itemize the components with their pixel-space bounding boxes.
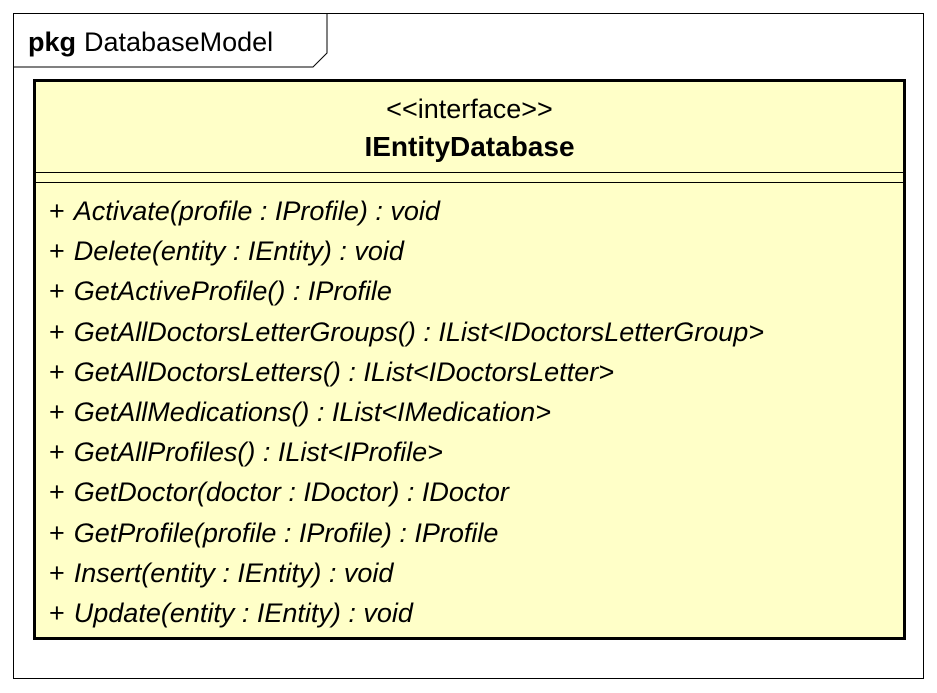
operation-insert: + Insert(entity : IEntity) : void: [49, 553, 903, 593]
operation-activate: + Activate(profile : IProfile) : void: [49, 191, 903, 231]
operation-get-all-profiles: + GetAllProfiles() : IList<IProfile>: [49, 432, 903, 472]
operation-visibility: +: [49, 196, 65, 226]
operation-signature: GetAllProfiles() : IList<IProfile>: [73, 437, 443, 468]
operation-signature: GetProfile(profile : IProfile) : IProfil…: [73, 517, 499, 548]
operation-delete: + Delete(entity : IEntity) : void: [49, 231, 903, 271]
operation-visibility: +: [49, 477, 65, 508]
operation-signature: Update(entity : IEntity) : void: [73, 597, 413, 628]
operations-compartment: + Activate(profile : IProfile) : void + De…: [36, 183, 903, 633]
operation-signature: Activate(profile : IProfile) : void: [73, 196, 440, 226]
operation-visibility: +: [49, 437, 65, 468]
operation-get-doctor: + GetDoctor(doctor : IDoctor) : IDoctor: [49, 472, 903, 512]
package-keyword: pkg: [28, 27, 77, 57]
operation-signature: GetDoctor(doctor : IDoctor) : IDoctor: [73, 477, 509, 508]
package-frame: [13, 13, 924, 679]
operation-signature: GetAllDoctorsLetterGroups() : IList<IDoc…: [73, 316, 765, 347]
operation-visibility: +: [49, 597, 65, 628]
operation-get-active-profile: + GetActiveProfile() : IProfile: [49, 271, 903, 311]
operation-signature: GetActiveProfile() : IProfile: [73, 276, 392, 307]
operation-signature: GetAllDoctorsLetters() : IList<IDoctorsL…: [73, 356, 614, 387]
operation-get-profile: + GetProfile(profile : IProfile) : IProfi…: [49, 513, 903, 553]
package-tab-outline: [13, 13, 328, 68]
operation-update: + Update(entity : IEntity) : void: [49, 593, 903, 633]
operation-visibility: +: [49, 356, 65, 387]
operation-visibility: +: [49, 276, 65, 307]
package-name: DatabaseModel: [84, 27, 274, 57]
operation-signature: Insert(entity : IEntity) : void: [73, 557, 394, 588]
operation-visibility: +: [49, 236, 65, 267]
operation-visibility: +: [49, 557, 65, 588]
class-stereotype: <<interface>>: [386, 94, 553, 124]
interface-class-box[interactable]: <<interface>> IEntityDatabase + Activate(…: [33, 79, 906, 640]
operation-signature: Delete(entity : IEntity) : void: [73, 236, 404, 267]
operation-get-all-medications: + GetAllMedications() : IList<IMedication…: [49, 392, 903, 432]
operation-get-all-doctors-letter-groups: + GetAllDoctorsLetterGroups() : IList<IDo…: [49, 312, 903, 352]
operation-visibility: +: [49, 517, 65, 548]
attributes-compartment: [36, 173, 903, 183]
class-name: IEntityDatabase: [364, 131, 575, 162]
operation-get-all-doctors-letters: + GetAllDoctorsLetters() : IList<IDoctors…: [49, 352, 903, 392]
operation-signature: GetAllMedications() : IList<IMedication>: [73, 396, 551, 427]
operation-visibility: +: [49, 396, 65, 427]
operation-visibility: +: [49, 316, 65, 347]
class-header: <<interface>> IEntityDatabase: [36, 82, 903, 173]
